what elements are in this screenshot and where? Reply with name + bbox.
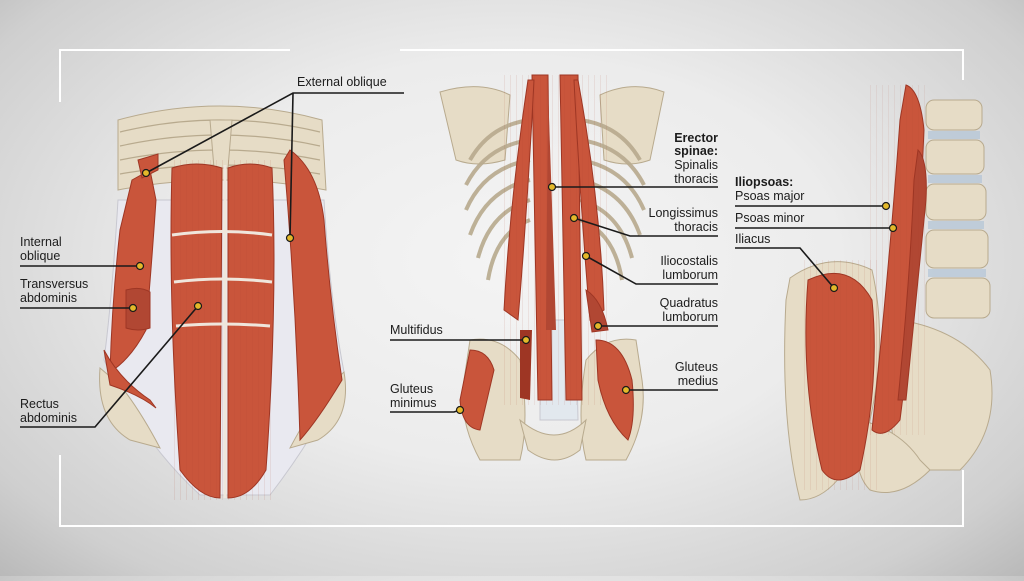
marker-longissimus [569,213,579,223]
label-psoas-minor: Psoas minor [735,211,805,225]
label-iliacus: Iliacus [735,232,771,246]
marker-quadratus [593,321,603,331]
frame [59,49,964,527]
label-erector-line1: Erector [674,131,718,145]
label-rectus-line1: Rectus [20,397,59,411]
marker-external-oblique-2 [285,233,295,243]
label-iliocostalis-line2: lumborum [662,268,718,282]
label-psoas-major: Psoas major [735,189,805,203]
label-gluteus-minimus-line2: minimus [390,396,437,410]
marker-external-oblique-1 [141,168,151,178]
leader-lines [20,92,893,428]
label-gluteus-medius-line1: Gluteus [674,360,718,374]
marker-rectus [193,301,203,311]
marker-psoas-major [881,201,891,211]
label-longissimus-line1: Longissimus [648,206,718,220]
label-markers [128,168,898,415]
label-internal-oblique-line2: oblique [20,249,61,263]
abdomen-front-illustration [99,105,347,500]
label-spinalis-line2: thoracis [674,172,718,186]
marker-internal-oblique [135,261,145,271]
label-quadratus-line2: lumborum [662,310,718,324]
label-multifidus: Multifidus [390,323,443,337]
label-longissimus-line2: thoracis [674,220,718,234]
label-rectus-line2: abdominis [20,411,77,425]
label-iliopsoas: Iliopsoas: [735,175,794,189]
label-external-oblique: External oblique [297,75,387,89]
marker-gluteus-medius [621,385,631,395]
label-gluteus-medius-line2: medius [677,374,718,388]
label-spinalis-line1: Spinalis [674,158,718,172]
marker-psoas-minor [888,223,898,233]
marker-spinalis [547,182,557,192]
back-posterior-illustration [439,74,665,461]
iliopsoas-side-illustration [784,84,993,501]
marker-iliacus [829,283,839,293]
label-erector-line2: spinae: [674,144,718,158]
label-gluteus-minimus-line1: Gluteus [390,382,434,396]
label-quadratus-line1: Quadratus [659,296,718,310]
label-transversus-line2: abdominis [20,291,77,305]
marker-transversus [128,303,138,313]
label-transversus-line1: Transversus [20,277,89,291]
label-iliocostalis-line1: Iliocostalis [660,254,718,268]
label-internal-oblique-line1: Internal [20,235,62,249]
marker-iliocostalis [581,251,591,261]
marker-gluteus-minimus [455,405,465,415]
marker-multifidus [521,335,531,345]
